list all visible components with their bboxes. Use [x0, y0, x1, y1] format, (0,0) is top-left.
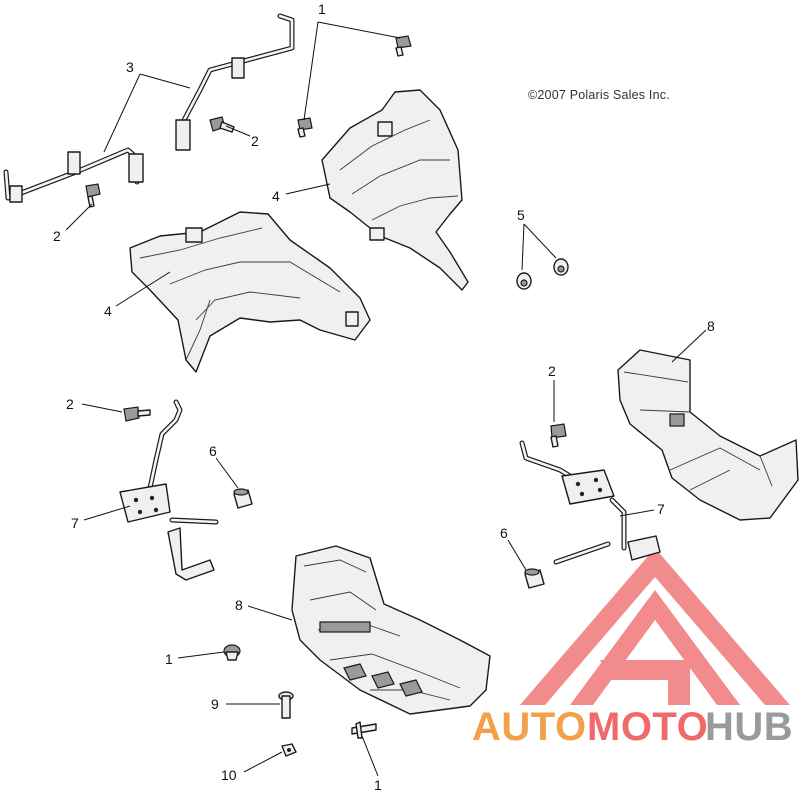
fastener-2-top — [209, 116, 235, 133]
grommet-5-right — [553, 258, 569, 276]
leader-lines — [65, 21, 707, 777]
callout-5: 5 — [517, 207, 525, 223]
fastener-2-mid-right — [550, 423, 567, 448]
callout-4-left: 4 — [104, 303, 112, 319]
callout-2-left: 2 — [53, 228, 61, 244]
callout-8-left: 8 — [235, 597, 243, 613]
footrest-bracket-left — [119, 399, 219, 581]
clip-1-lower — [351, 721, 377, 739]
callout-10: 10 — [221, 767, 237, 783]
watermark-logo — [520, 548, 790, 705]
bushing-6-right — [524, 568, 545, 589]
floorboard-right — [617, 349, 799, 521]
clip-1-top-right — [395, 35, 412, 57]
callout-1-bottom: 1 — [165, 651, 173, 667]
wordmark-hub: HUB — [705, 705, 793, 749]
callout-6-right: 6 — [500, 525, 508, 541]
callout-labels: 1 3 2 2 4 4 5 8 2 2 6 7 7 6 8 1 9 10 1 — [53, 1, 715, 791]
support-bracket-upper — [175, 13, 295, 151]
pin-9 — [278, 691, 294, 719]
callout-4-right: 4 — [272, 188, 280, 204]
footrest-bracket-right — [519, 440, 661, 565]
grommet-5-left — [516, 272, 532, 290]
callout-2-top: 2 — [251, 133, 259, 149]
nut-10 — [281, 743, 297, 757]
callout-2-mid-left: 2 — [66, 396, 74, 412]
callout-3: 3 — [126, 59, 134, 75]
callout-1-top: 1 — [318, 1, 326, 17]
wordmark-moto: MOTO — [587, 705, 708, 749]
fender-flap-right — [321, 89, 469, 291]
wordmark-auto: AUTO — [472, 705, 587, 749]
watermark-wordmark: AUTO MOTO HUB — [472, 705, 793, 749]
fastener-2-left — [85, 183, 101, 208]
callout-1-lower: 1 — [374, 777, 382, 791]
callout-7-left: 7 — [71, 515, 79, 531]
callout-9: 9 — [211, 696, 219, 712]
floorboard-left — [291, 545, 491, 715]
callout-7-right: 7 — [657, 501, 665, 517]
fender-flap-left — [129, 211, 371, 373]
clip-1-top-center — [297, 117, 313, 138]
callout-6-left: 6 — [209, 443, 217, 459]
clip-1-bottom — [223, 644, 241, 661]
support-bracket-lower — [3, 147, 144, 203]
copyright-text: ©2007 Polaris Sales Inc. — [528, 88, 670, 102]
callout-2-mid-right: 2 — [548, 363, 556, 379]
fastener-2-mid-left — [123, 406, 151, 422]
callout-8-right: 8 — [707, 318, 715, 334]
bushing-6-left — [233, 488, 253, 509]
